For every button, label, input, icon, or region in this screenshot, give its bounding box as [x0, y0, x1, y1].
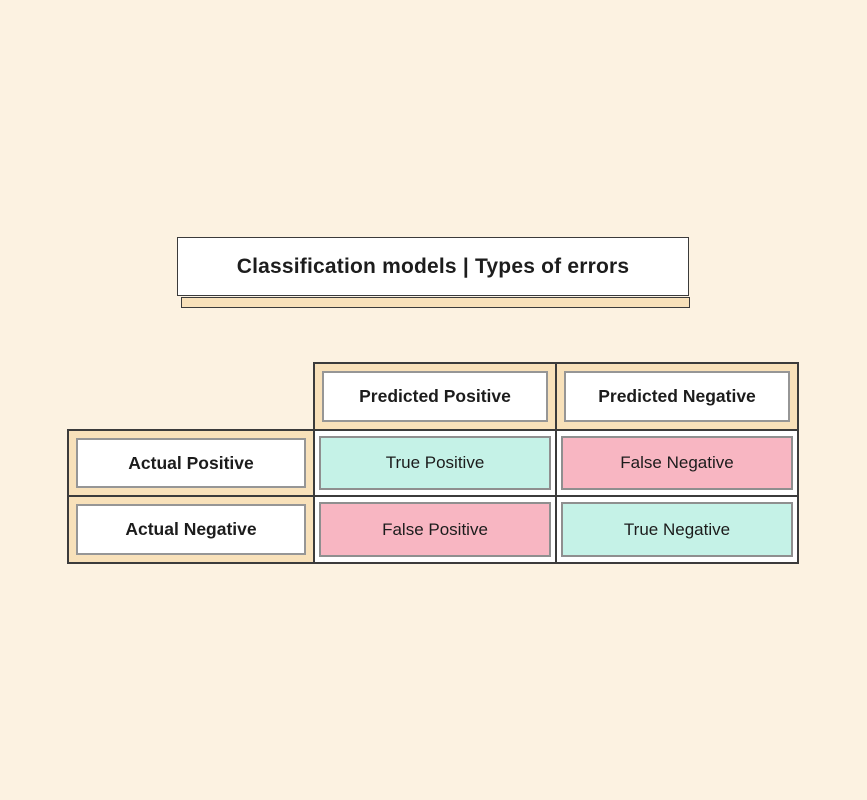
cell-label: False Positive	[319, 502, 551, 557]
row-header-label: Actual Positive	[76, 438, 306, 488]
row-header-actual-positive: Actual Positive	[67, 429, 315, 497]
cell-false-negative: False Negative	[555, 429, 799, 497]
table-row-actual-negative: Actual Negative False Positive True Nega…	[67, 495, 799, 564]
table-row-headers: Predicted Positive Predicted Negative	[68, 362, 799, 431]
title-card-shadow	[181, 297, 690, 308]
title-card: Classification models | Types of errors	[177, 237, 689, 296]
cell-label: True Negative	[561, 502, 793, 557]
cell-label: False Negative	[561, 436, 793, 490]
corner-empty-cell	[68, 363, 314, 430]
col-header-predicted-positive: Predicted Positive	[313, 362, 557, 431]
col-header-label: Predicted Negative	[564, 371, 790, 422]
cell-false-positive: False Positive	[313, 495, 557, 564]
col-header-predicted-negative: Predicted Negative	[555, 362, 799, 431]
cell-label: True Positive	[319, 436, 551, 490]
cell-true-positive: True Positive	[313, 429, 557, 497]
col-header-label: Predicted Positive	[322, 371, 548, 422]
cell-true-negative: True Negative	[555, 495, 799, 564]
page-title: Classification models | Types of errors	[236, 254, 630, 278]
table-row-actual-positive: Actual Positive True Positive False Nega…	[67, 429, 799, 497]
row-header-actual-negative: Actual Negative	[67, 495, 315, 564]
confusion-matrix-table: Predicted Positive Predicted Negative Ac…	[67, 362, 799, 564]
row-header-label: Actual Negative	[76, 504, 306, 555]
